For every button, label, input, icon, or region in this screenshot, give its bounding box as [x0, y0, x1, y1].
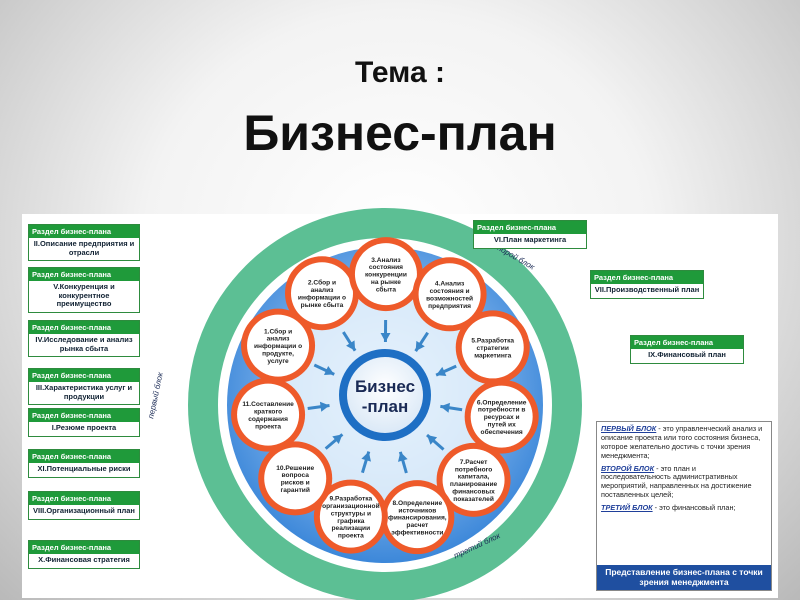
legend-block-3: ТРЕТИЙ БЛОК - это финансовый план; — [601, 503, 767, 513]
outer-ring — [188, 208, 582, 600]
section-title: VI.План маркетинга — [493, 235, 567, 244]
section-title: VIII.Организационный план — [33, 506, 135, 515]
legend-key-1: ПЕРВЫЙ БЛОК — [601, 424, 657, 433]
step-arrow-head — [319, 401, 330, 412]
step-arrow-head — [323, 365, 335, 376]
step-arrow-head — [346, 340, 356, 351]
section-header: Раздел бизнес-плана — [29, 541, 139, 554]
step-face — [319, 485, 382, 548]
section-header: Раздел бизнес-плана — [591, 271, 703, 284]
legend-text-2: - это план и последовательность админист… — [601, 463, 752, 500]
section-header: Раздел бизнес-плана — [29, 369, 139, 382]
step-arrow-head — [380, 332, 391, 343]
step-arrow-head — [427, 435, 438, 445]
step-arrow-head — [398, 451, 408, 462]
legend-block-2: ВТОРОЙ БЛОК - это план и последовательно… — [601, 463, 767, 501]
page-title: Бизнес-план — [243, 105, 557, 161]
legend-box: ПЕРВЫЙ БЛОК - это управленческий анализ … — [596, 421, 772, 591]
section-header: Раздел бизнес-плана — [29, 450, 139, 463]
legend-key-3: ТРЕТИЙ БЛОК — [601, 503, 653, 513]
section-header: Раздел бизнес-плана — [29, 268, 139, 281]
section-header: Раздел бизнес-плана — [29, 492, 139, 505]
step-arrow-head — [415, 340, 425, 352]
section-title: VII.Производственный план — [594, 285, 700, 294]
legend-footer: Представление бизнес-плана с точки зрени… — [597, 565, 771, 590]
legend-key-2: ВТОРОЙ БЛОК — [601, 463, 655, 473]
section-header: Раздел бизнес-плана — [631, 336, 743, 349]
step-face — [386, 486, 449, 549]
center-inner — [347, 357, 423, 433]
section-title: V.Конкуренция и конкурентное преимуществ… — [53, 282, 115, 309]
section-header: Раздел бизнес-плана — [29, 321, 139, 334]
section-title: XI.Потенциальные риски — [37, 464, 131, 473]
section-header: Раздел бизнес-плана — [29, 409, 139, 422]
step-arrow-head — [361, 451, 371, 462]
section-title: IV.Исследование и анализ рынка сбыта — [35, 335, 133, 353]
section-title: II.Описание предприятия и отрасли — [33, 239, 135, 257]
step-face — [247, 314, 310, 377]
step-face — [418, 263, 481, 326]
step-arrow-head — [436, 366, 447, 377]
arrows-layer — [307, 319, 463, 474]
section-title: IX.Финансовый план — [648, 350, 726, 359]
step-face — [237, 383, 300, 446]
section-header: Раздел бизнес-плана — [474, 221, 586, 234]
step-face — [354, 243, 417, 306]
section-header: Раздел бизнес-плана — [29, 225, 139, 238]
step-face — [290, 262, 353, 325]
center-label-2: -план — [362, 397, 408, 416]
legend-text-1: - это управленческий анализ и описание п… — [601, 424, 763, 460]
block-label-1: первый блок — [146, 370, 165, 419]
section-title: X.Финансовая стратегия — [38, 555, 130, 564]
step-face — [442, 448, 505, 511]
legend-block-1: ПЕРВЫЙ БЛОК - это управленческий анализ … — [601, 424, 767, 461]
section-title: I.Резюме проекта — [51, 423, 117, 432]
step-face — [470, 385, 533, 448]
step-arrow-head — [440, 402, 451, 413]
step-arrow-head — [332, 434, 343, 444]
center-label-1: Бизнес — [355, 377, 415, 396]
section-title: III.Характеристика услуг и продукции — [35, 383, 133, 401]
step-face — [264, 447, 327, 510]
legend-text-3: - это финансовый план; — [652, 503, 736, 513]
topic-label: Тема : — [355, 56, 445, 89]
step-face — [461, 316, 524, 379]
